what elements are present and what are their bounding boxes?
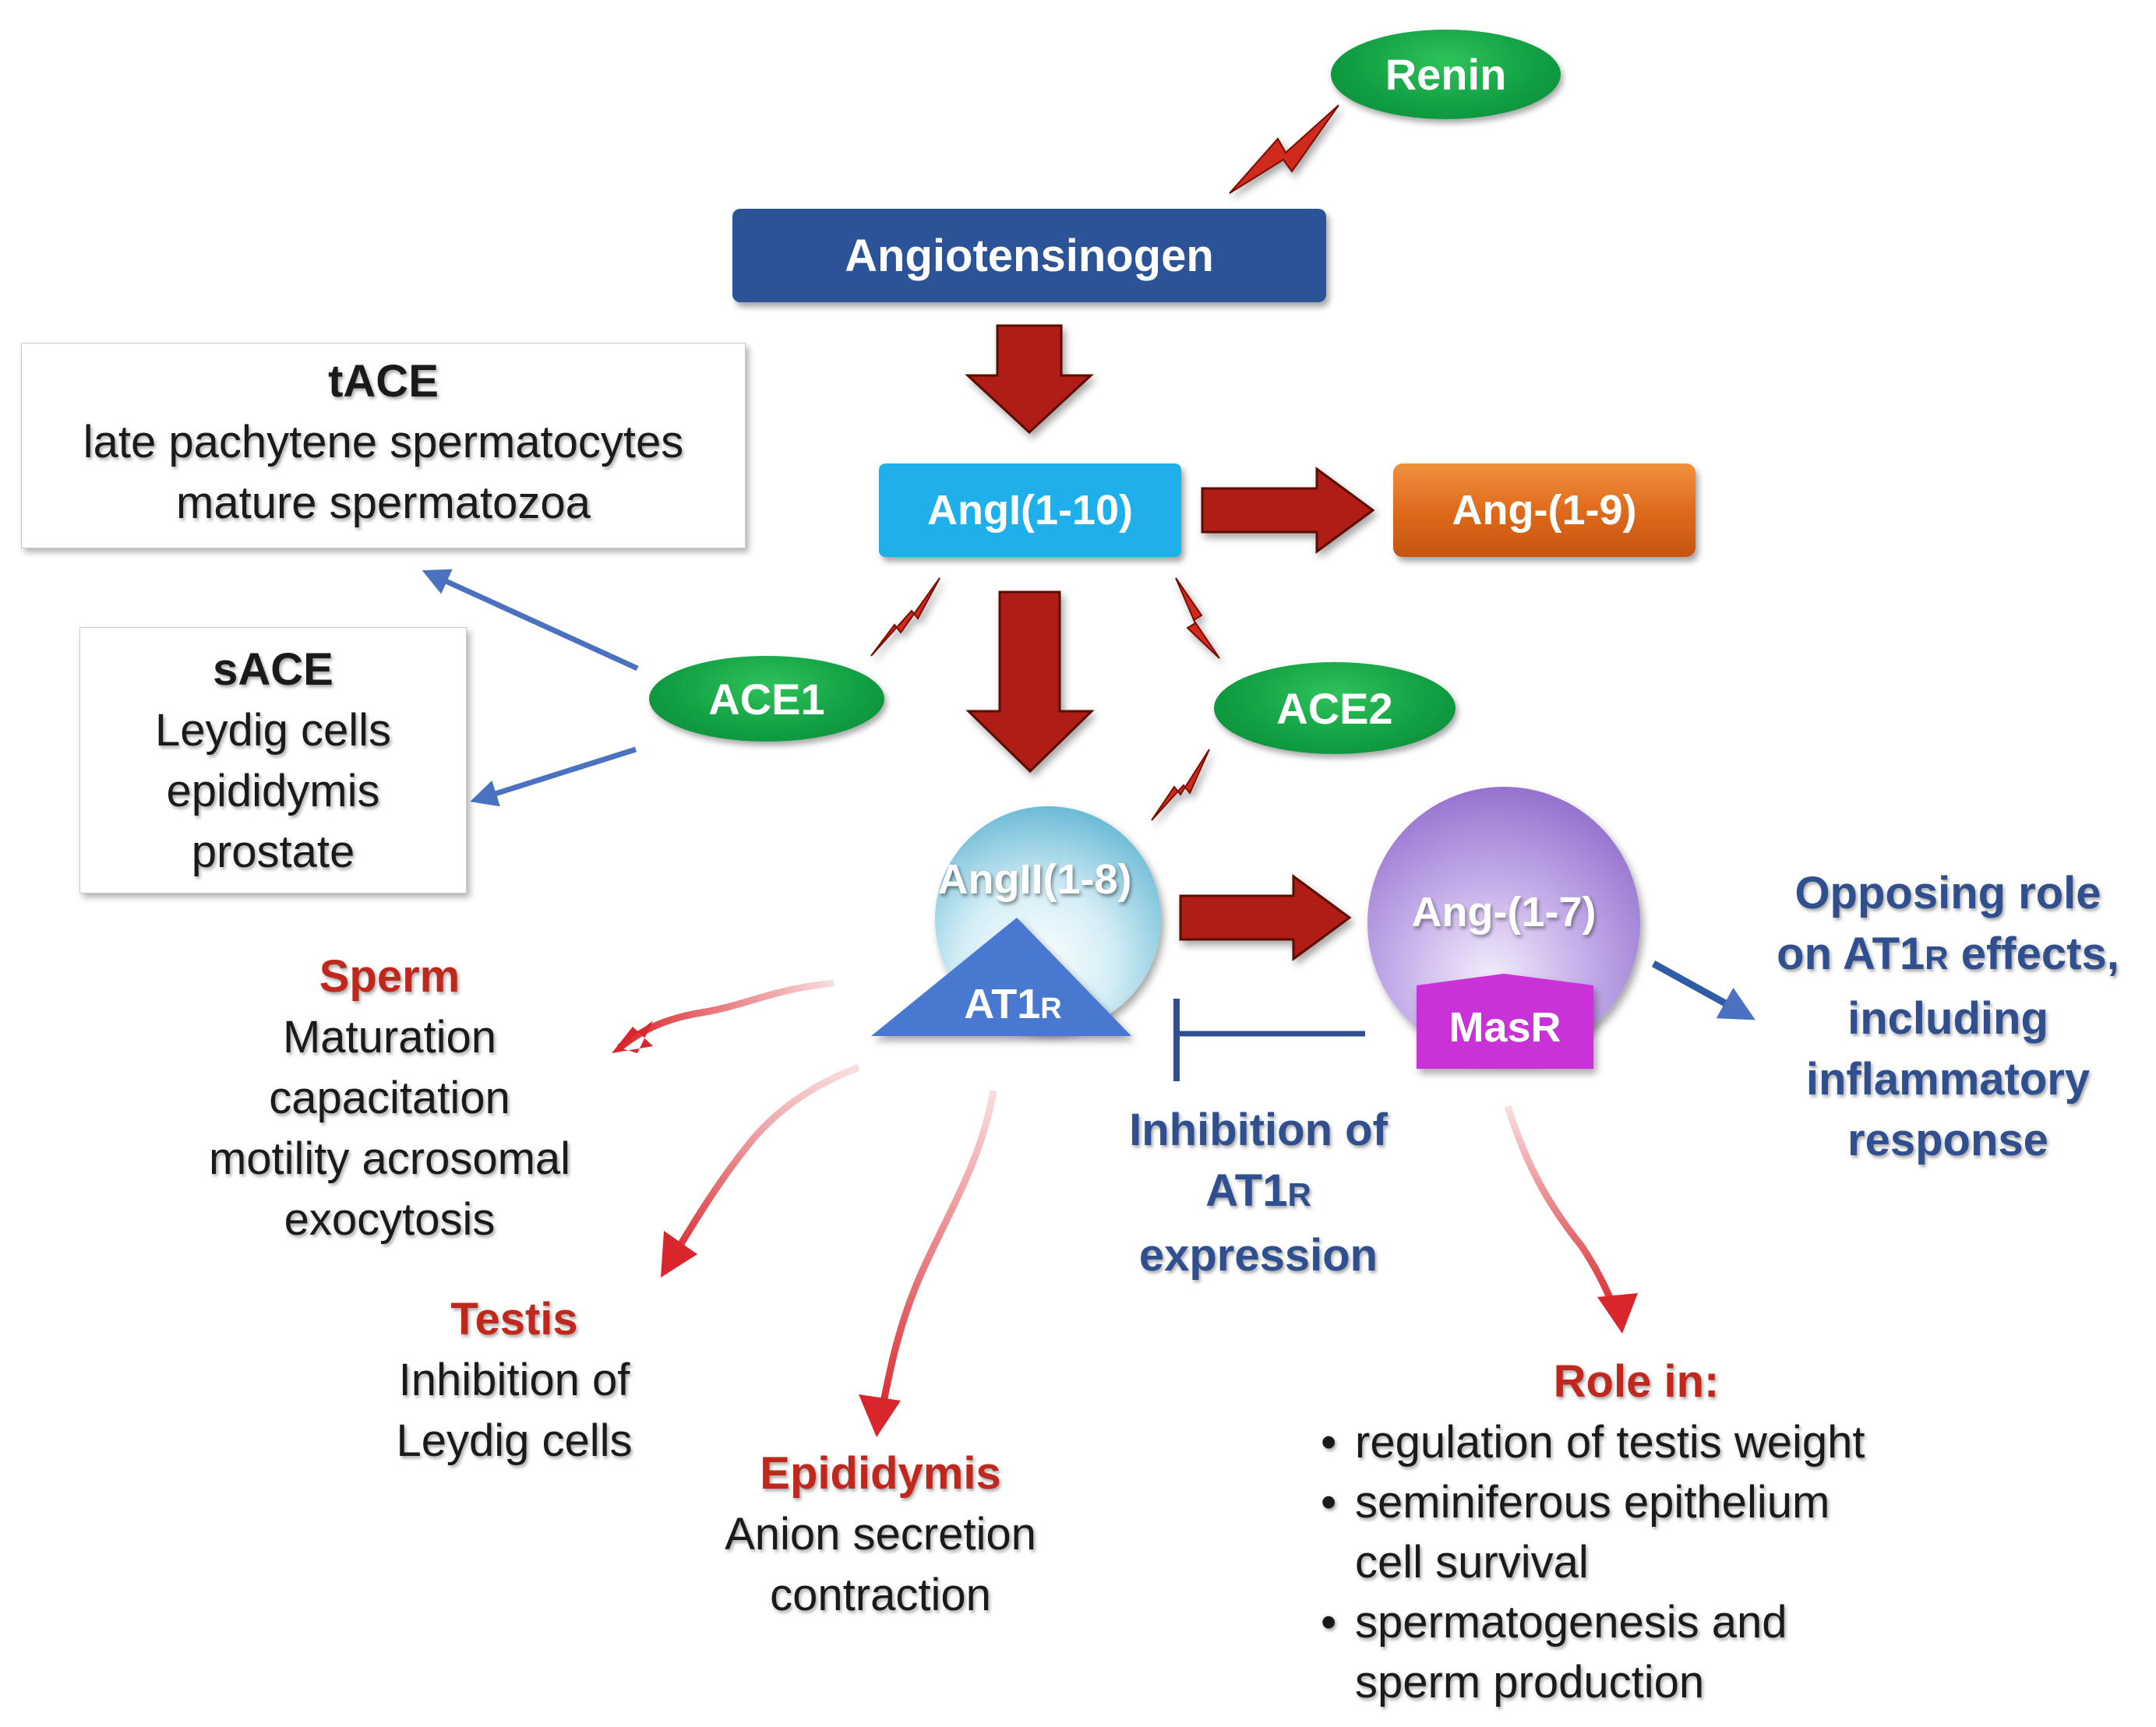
role-item-3: • spermatogenesis and sperm production <box>1321 1592 2022 1712</box>
masr-label-text: MasR <box>1449 1004 1561 1051</box>
role-title: Role in: <box>1480 1352 1792 1412</box>
inhibition-text: Inhibition of AT1R expression <box>1083 1100 1434 1286</box>
role-item-1-text: regulation of testis weight <box>1355 1412 1865 1472</box>
sace-text: sACE Leydig cells epididymis prostate <box>80 640 466 883</box>
role-item-1-line-1: regulation of testis weight <box>1355 1417 1865 1468</box>
role-item-1: • regulation of testis weight <box>1321 1412 2022 1472</box>
arrow-to-sperm <box>617 979 835 1051</box>
renin-oval: Renin <box>1331 30 1561 119</box>
opposing-line-5: response <box>1847 1115 2048 1165</box>
tace-text: tACE late pachytene spermatocytes mature… <box>22 351 745 534</box>
at1r-label-main: AT1 <box>964 981 1041 1027</box>
arrow-ace1-to-tace <box>422 569 639 671</box>
role-item-3-line-2: sperm production <box>1355 1657 1705 1708</box>
ace2-oval: ACE2 <box>1214 662 1456 754</box>
testis-title: Testis <box>450 1294 578 1345</box>
role-item-2: • seminiferous epithelium cell survival <box>1321 1472 2022 1592</box>
arrow-to-epididymis <box>877 1090 997 1419</box>
masr-receptor <box>1417 974 1593 1069</box>
ang19-box: Ang-(1-9) <box>1393 463 1696 557</box>
role-item-3-text: spermatogenesis and sperm production <box>1355 1592 1787 1712</box>
ace1-label: ACE1 <box>708 674 825 724</box>
angiotensinogen-label: Angiotensinogen <box>845 230 1214 281</box>
arrow-angi-to-ang19 <box>1201 467 1375 554</box>
sace-line-1: Leydig cells <box>154 705 392 756</box>
arrow-to-role <box>1504 1105 1621 1318</box>
role-item-2-line-1: seminiferous epithelium <box>1355 1477 1830 1528</box>
sperm-title: Sperm <box>319 951 460 1002</box>
sperm-line-2: capacitation <box>269 1073 510 1123</box>
tace-box: tACE late pachytene spermatocytes mature… <box>21 343 746 548</box>
opposing-effects: effects, <box>1948 929 2119 979</box>
sace-line-2: epididymis <box>166 766 380 816</box>
role-item-3-line-1: spermatogenesis and <box>1355 1597 1787 1648</box>
arrow-angiotensinogen-to-angi <box>965 324 1094 435</box>
at1r-triangle <box>871 918 1131 1036</box>
lightning-renin <box>1229 104 1339 194</box>
sace-line-3: prostate <box>191 826 355 877</box>
lightning-ace1-to-angi <box>870 577 940 657</box>
angii-label: AngII(1-8) <box>918 855 1152 904</box>
arrow-ace1-to-sace <box>470 746 637 807</box>
testis-block: Testis Inhibition of Leydig cells <box>358 1289 670 1471</box>
ace1-oval: ACE1 <box>649 656 884 742</box>
opposing-line-2: on AT1R effects, <box>1745 924 2151 989</box>
arrow-to-testis <box>667 1063 860 1264</box>
opposing-line-3: including <box>1847 993 2048 1044</box>
masr-label: MasR <box>1417 1003 1593 1052</box>
tace-line-1: late pachytene spermatocytes <box>83 417 684 467</box>
testis-line-1: Inhibition of <box>398 1355 630 1405</box>
epididymis-block: Epididymis Anion secretion contraction <box>686 1443 1075 1626</box>
sace-title: sACE <box>213 644 333 695</box>
opposing-role-text: Opposing role on AT1R effects, including… <box>1745 863 2151 1171</box>
angii-label-text: AngII(1-8) <box>937 856 1132 903</box>
arrow-angi-to-angii <box>965 590 1095 774</box>
bullet-3: • <box>1321 1597 1337 1648</box>
sperm-line-4: exocytosis <box>284 1194 496 1245</box>
opposing-at1-sub: R <box>1925 939 1949 976</box>
angi-box: AngI(1-10) <box>879 463 1181 557</box>
inhibition-line-3: expression <box>1138 1230 1378 1281</box>
ang19-label: Ang-(1-9) <box>1452 487 1637 534</box>
bullet-1: • <box>1321 1417 1337 1468</box>
opposing-line-4: inflammatory <box>1805 1054 2091 1105</box>
arrow-angii-to-ang17 <box>1179 874 1352 961</box>
angi-label: AngI(1-10) <box>926 487 1133 534</box>
ang17-label-text: Ang-(1-7) <box>1411 889 1597 936</box>
lightning-ace2-to-angi <box>1175 577 1220 659</box>
tace-title: tACE <box>328 356 439 407</box>
at1r-label: AT1R <box>919 980 1106 1028</box>
ace2-label: ACE2 <box>1276 683 1393 733</box>
role-item-2-line-2: cell survival <box>1355 1537 1589 1588</box>
epididymis-title: Epididymis <box>760 1448 1001 1499</box>
epididymis-line-2: contraction <box>770 1570 991 1620</box>
inhibition-at1-sub: R <box>1287 1176 1311 1213</box>
epididymis-line-1: Anion secretion <box>725 1509 1036 1560</box>
angiotensinogen-box: Angiotensinogen <box>732 209 1326 302</box>
sperm-line-3: motility acrosomal <box>208 1133 571 1184</box>
sperm-block: Sperm Maturation capacitation motility a… <box>156 946 623 1250</box>
role-title-text: Role in: <box>1553 1356 1720 1407</box>
sperm-line-1: Maturation <box>282 1012 497 1063</box>
bullet-2: • <box>1321 1477 1337 1528</box>
testis-line-2: Leydig cells <box>396 1415 633 1466</box>
role-list: • regulation of testis weight • seminife… <box>1321 1412 2022 1712</box>
arrow-ang17-to-opposing <box>1651 960 1755 1020</box>
sace-box: sACE Leydig cells epididymis prostate <box>79 627 467 893</box>
inhibition-at1: AT1 <box>1205 1165 1288 1216</box>
ang17-label: Ang-(1-7) <box>1387 888 1621 936</box>
renin-label: Renin <box>1385 50 1507 99</box>
opposing-line-1: Opposing role <box>1794 868 2101 918</box>
opposing-at1: on AT1 <box>1777 929 1925 979</box>
lightning-ace2-to-angii <box>1151 749 1210 821</box>
inhibition-line-1: Inhibition of <box>1129 1105 1388 1155</box>
at1r-label-sub: R <box>1040 992 1062 1025</box>
role-item-2-text: seminiferous epithelium cell survival <box>1355 1472 1830 1592</box>
inhibition-line-2: AT1R <box>1083 1161 1434 1225</box>
tace-line-2: mature spermatozoa <box>176 478 591 528</box>
